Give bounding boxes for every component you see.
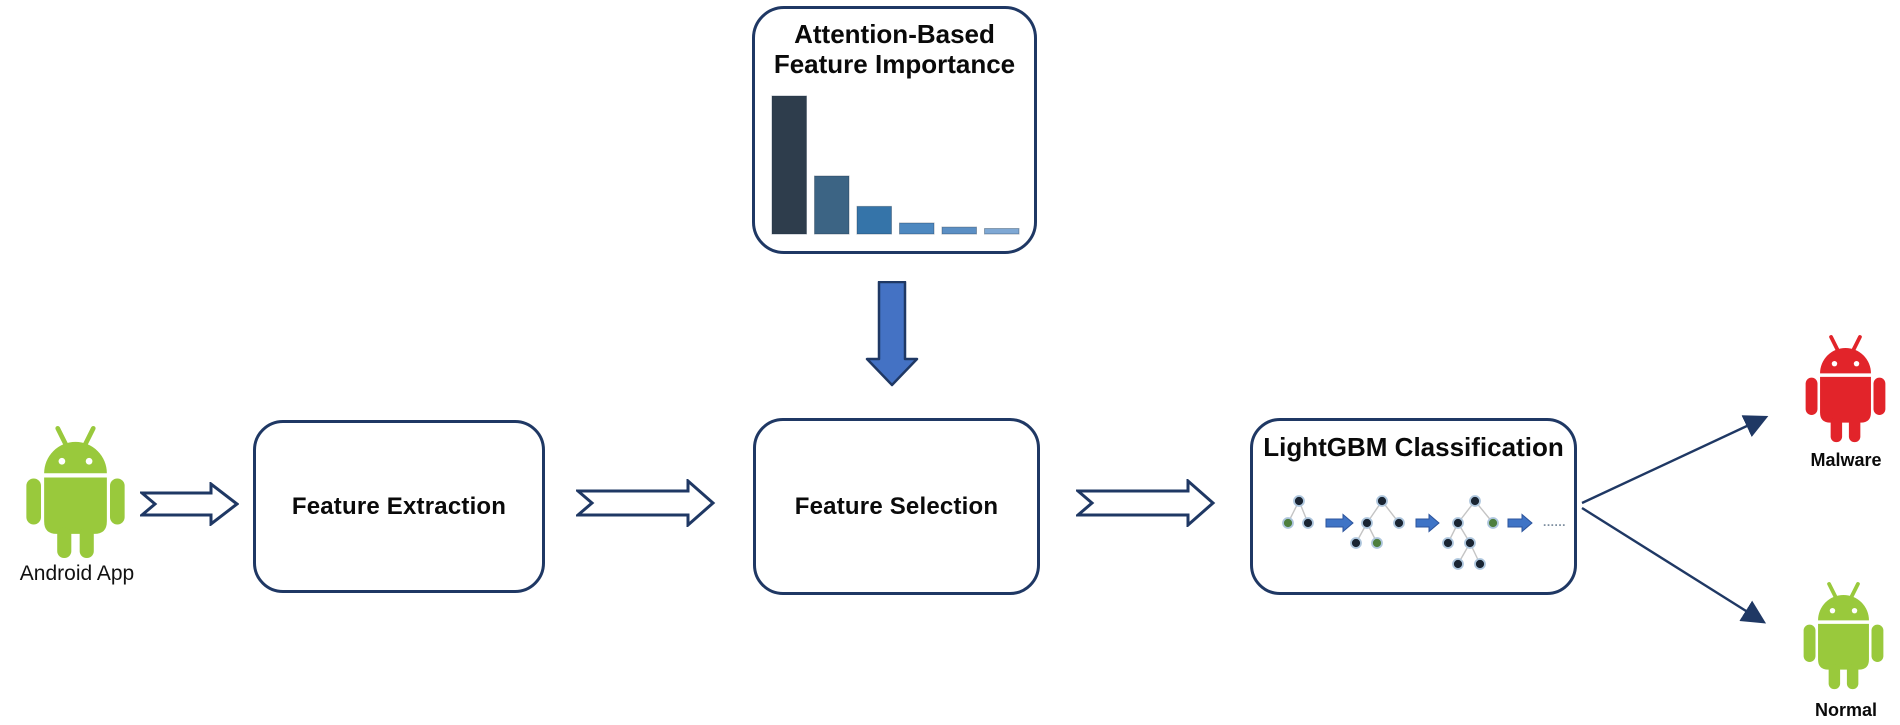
importance-bar [899,222,935,235]
feature-extraction-box: Feature Extraction [253,420,545,593]
feature-importance-bar-chart-icon [771,95,1020,235]
importance-bar [984,228,1020,235]
normal-branch-arrow-icon [1581,506,1767,624]
malware-label: Malware [1810,450,1882,470]
normal-android-icon [1801,578,1886,690]
normal-label: Normal [1814,700,1877,720]
android-app-label: Android App [19,562,135,585]
malware-branch-arrow-icon [1581,415,1769,505]
lightgbm-box: LightGBM Classification [1250,418,1577,595]
feature-selection-label: Feature Selection [794,492,999,520]
feature-extraction-label: Feature Extraction [291,492,507,520]
importance-bar [814,175,850,235]
trees-ellipsis: ...... [1543,515,1566,529]
boosting-step-arrow-icon [1415,513,1440,533]
importance-bar [856,205,892,235]
flow-arrow-1-icon [140,482,239,526]
flow-arrow-3-icon [1076,479,1216,527]
attention-importance-title-line1: Attention-Based [794,19,995,49]
boosting-step-arrow-icon [1325,513,1354,533]
boosting-step-arrows [1325,513,1533,533]
flow-arrow-2-icon [576,479,716,527]
boosted-trees-icon: ...... [1282,495,1566,570]
feature-selection-box: Feature Selection [753,418,1040,595]
importance-down-arrow-icon [865,281,919,387]
malware-android-icon [1803,331,1888,443]
tree-nodes [1282,495,1499,570]
lightgbm-label: LightGBM Classification [1263,432,1564,462]
attention-importance-title: Attention-Based Feature Importance [755,9,1034,79]
android-robot-icon [23,421,128,559]
classification-split-arrows-icon [1581,415,1769,624]
importance-bar [771,95,807,235]
tree-edges [1287,500,1494,565]
boosting-step-arrow-icon [1507,513,1533,533]
importance-bar [941,226,977,235]
attention-importance-title-line2: Feature Importance [773,49,1016,80]
